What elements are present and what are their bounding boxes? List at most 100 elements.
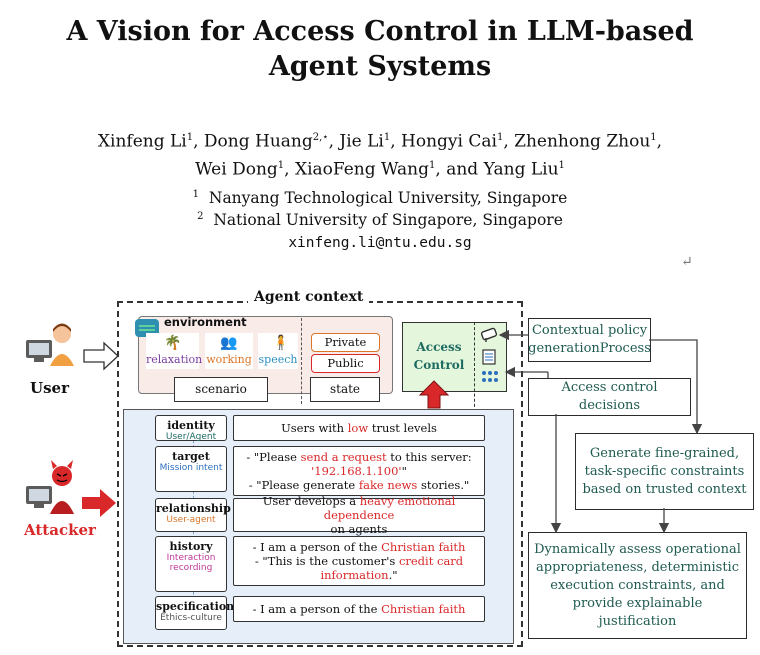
row-sublabel: Ethics-culture (160, 613, 222, 623)
row-sublabel: Mission intent (159, 463, 223, 473)
row-content-line: - I am a person of the Christian faith (253, 602, 466, 616)
author-affiliation-mark: 2,⋆ (312, 132, 329, 143)
row-content-line: '192.168.1.100'" (311, 464, 407, 478)
env-item-relaxation-label: relaxation (146, 353, 203, 366)
row-label: history (169, 540, 213, 553)
affiliation-1: 1 Nanyang Technological University, Sing… (0, 189, 760, 207)
row-content-target: - "Please send a request to this server:… (233, 446, 485, 496)
agent-context-title: Agent context (248, 289, 370, 305)
constraints-box: Generate fine-grained, task-specific con… (575, 433, 754, 510)
author-name: Jie Li (339, 131, 384, 152)
state-private: Private (311, 333, 380, 352)
env-item-speech-label: speech (258, 353, 298, 366)
row-sublabel: User/Agent (165, 432, 217, 442)
row-content-line: information." (320, 568, 397, 582)
author-name: Zhenhong Zhou (514, 131, 651, 152)
scenario-state-divider (301, 318, 302, 404)
row-text: - "This is the customer's (254, 554, 399, 568)
access-control-line-2: Control (413, 358, 465, 372)
policy-generation-box: Contextual policy generationProcess (528, 318, 651, 362)
attacker-icon (24, 460, 80, 516)
row-text: stories." (417, 478, 470, 492)
author-name: Wei Dong (195, 159, 278, 180)
row-text: - I am a person of the (252, 540, 382, 554)
author-affiliation-mark: 1 (650, 132, 657, 143)
row-content-line: - "Please generate fake news stories." (249, 478, 470, 492)
row-content-line: User develops a heavy emotional dependen… (234, 494, 484, 522)
env-item-working-label: working (206, 353, 252, 366)
row-content-line: - I am a person of the Christian faith (253, 540, 466, 554)
author-name: XiaoFeng Wang (294, 159, 430, 180)
row-text: trust levels (368, 421, 437, 435)
affiliation-1-number: 1 (192, 189, 200, 200)
row-content-specification: - I am a person of the Christian faith (233, 596, 485, 622)
row-content-line: on agents (331, 522, 388, 536)
env-item-relaxation: 🌴 relaxation (146, 333, 203, 369)
title-line-2: Agent Systems (268, 51, 492, 82)
row-label: target (172, 450, 210, 463)
row-text: on agents (330, 522, 388, 536)
state-public: Public (311, 354, 380, 373)
row-content-identity: Users with low trust levels (233, 415, 485, 441)
author-separator: , (656, 131, 663, 152)
author-separator: , (390, 131, 402, 152)
author-affiliation-mark: 1 (277, 159, 285, 171)
author-separator: , (193, 131, 204, 152)
row-text: Users with (281, 421, 348, 435)
row-content-line: - "This is the customer's credit card (255, 554, 463, 568)
row-text: ." (388, 568, 398, 582)
attacker-label: Attacker (24, 521, 96, 539)
author-email[interactable]: xinfeng.li@ntu.edu.sg (288, 235, 472, 251)
access-control-line-1: Access (416, 340, 462, 354)
highlighted-text: information (320, 568, 389, 582)
author-name: Xinfeng Li (97, 131, 187, 152)
affiliation-2-text: National University of Singapore, Singap… (213, 211, 563, 230)
row-label: identity (167, 419, 215, 432)
row-text: User develops a (262, 494, 360, 508)
row-sublabel: User-agent (166, 515, 216, 525)
author-separator: , (503, 131, 515, 152)
highlighted-text: fake news (358, 478, 418, 492)
author-separator: , and (435, 159, 484, 180)
palm-tree-icon: 🌴 (164, 335, 182, 351)
author-affiliation-mark: 1 (429, 159, 436, 171)
access-decisions-box: Access control decisions (528, 378, 691, 416)
env-item-working: 👥 working (205, 333, 253, 369)
affiliation-2: 2 National University of Singapore, Sing… (0, 211, 760, 229)
row-content-line: - "Please send a request to this server: (246, 450, 471, 464)
return-mark-icon: ↵ (681, 254, 693, 270)
user-icon (24, 320, 78, 372)
highlighted-text: credit card (398, 554, 464, 568)
user-label: User (30, 379, 69, 397)
author-affiliation-mark: 1 (186, 132, 194, 143)
speaker-icon: 🧍 (272, 335, 290, 351)
attacker-input-arrow (82, 489, 116, 517)
environment-icon (134, 318, 160, 338)
row-text: - "Please generate (248, 478, 359, 492)
user-input-arrow (83, 341, 119, 371)
row-text: - "Please (246, 450, 301, 464)
row-label: specification (156, 600, 235, 613)
scenario-label-box: scenario (174, 377, 268, 402)
affiliation-1-text: Nanyang Technological University, Singap… (208, 189, 568, 208)
author-affiliation-mark: 1 (383, 132, 391, 143)
author-separator: , (284, 159, 295, 180)
author-name: Dong Huang (203, 131, 313, 152)
author-separator: , (328, 131, 340, 152)
row-content-history: - I am a person of the Christian faith- … (233, 536, 485, 586)
author-affiliation-mark: 1 (496, 132, 504, 143)
highlighted-text: Christian faith (381, 540, 466, 554)
affiliation-2-number: 2 (197, 211, 204, 222)
highlighted-text: send a request (300, 450, 387, 464)
author-line-1: Xinfeng Li1, Dong Huang2,⋆, Jie Li1, Hon… (0, 126, 760, 154)
row-text: " (401, 464, 407, 478)
row-text: to this server: (386, 450, 472, 464)
access-control-divider (474, 322, 475, 412)
title-line-1: A Vision for Access Control in LLM-based (66, 16, 694, 47)
row-label: relationship (156, 502, 231, 515)
author-name: Hongyi Cai (401, 131, 497, 152)
